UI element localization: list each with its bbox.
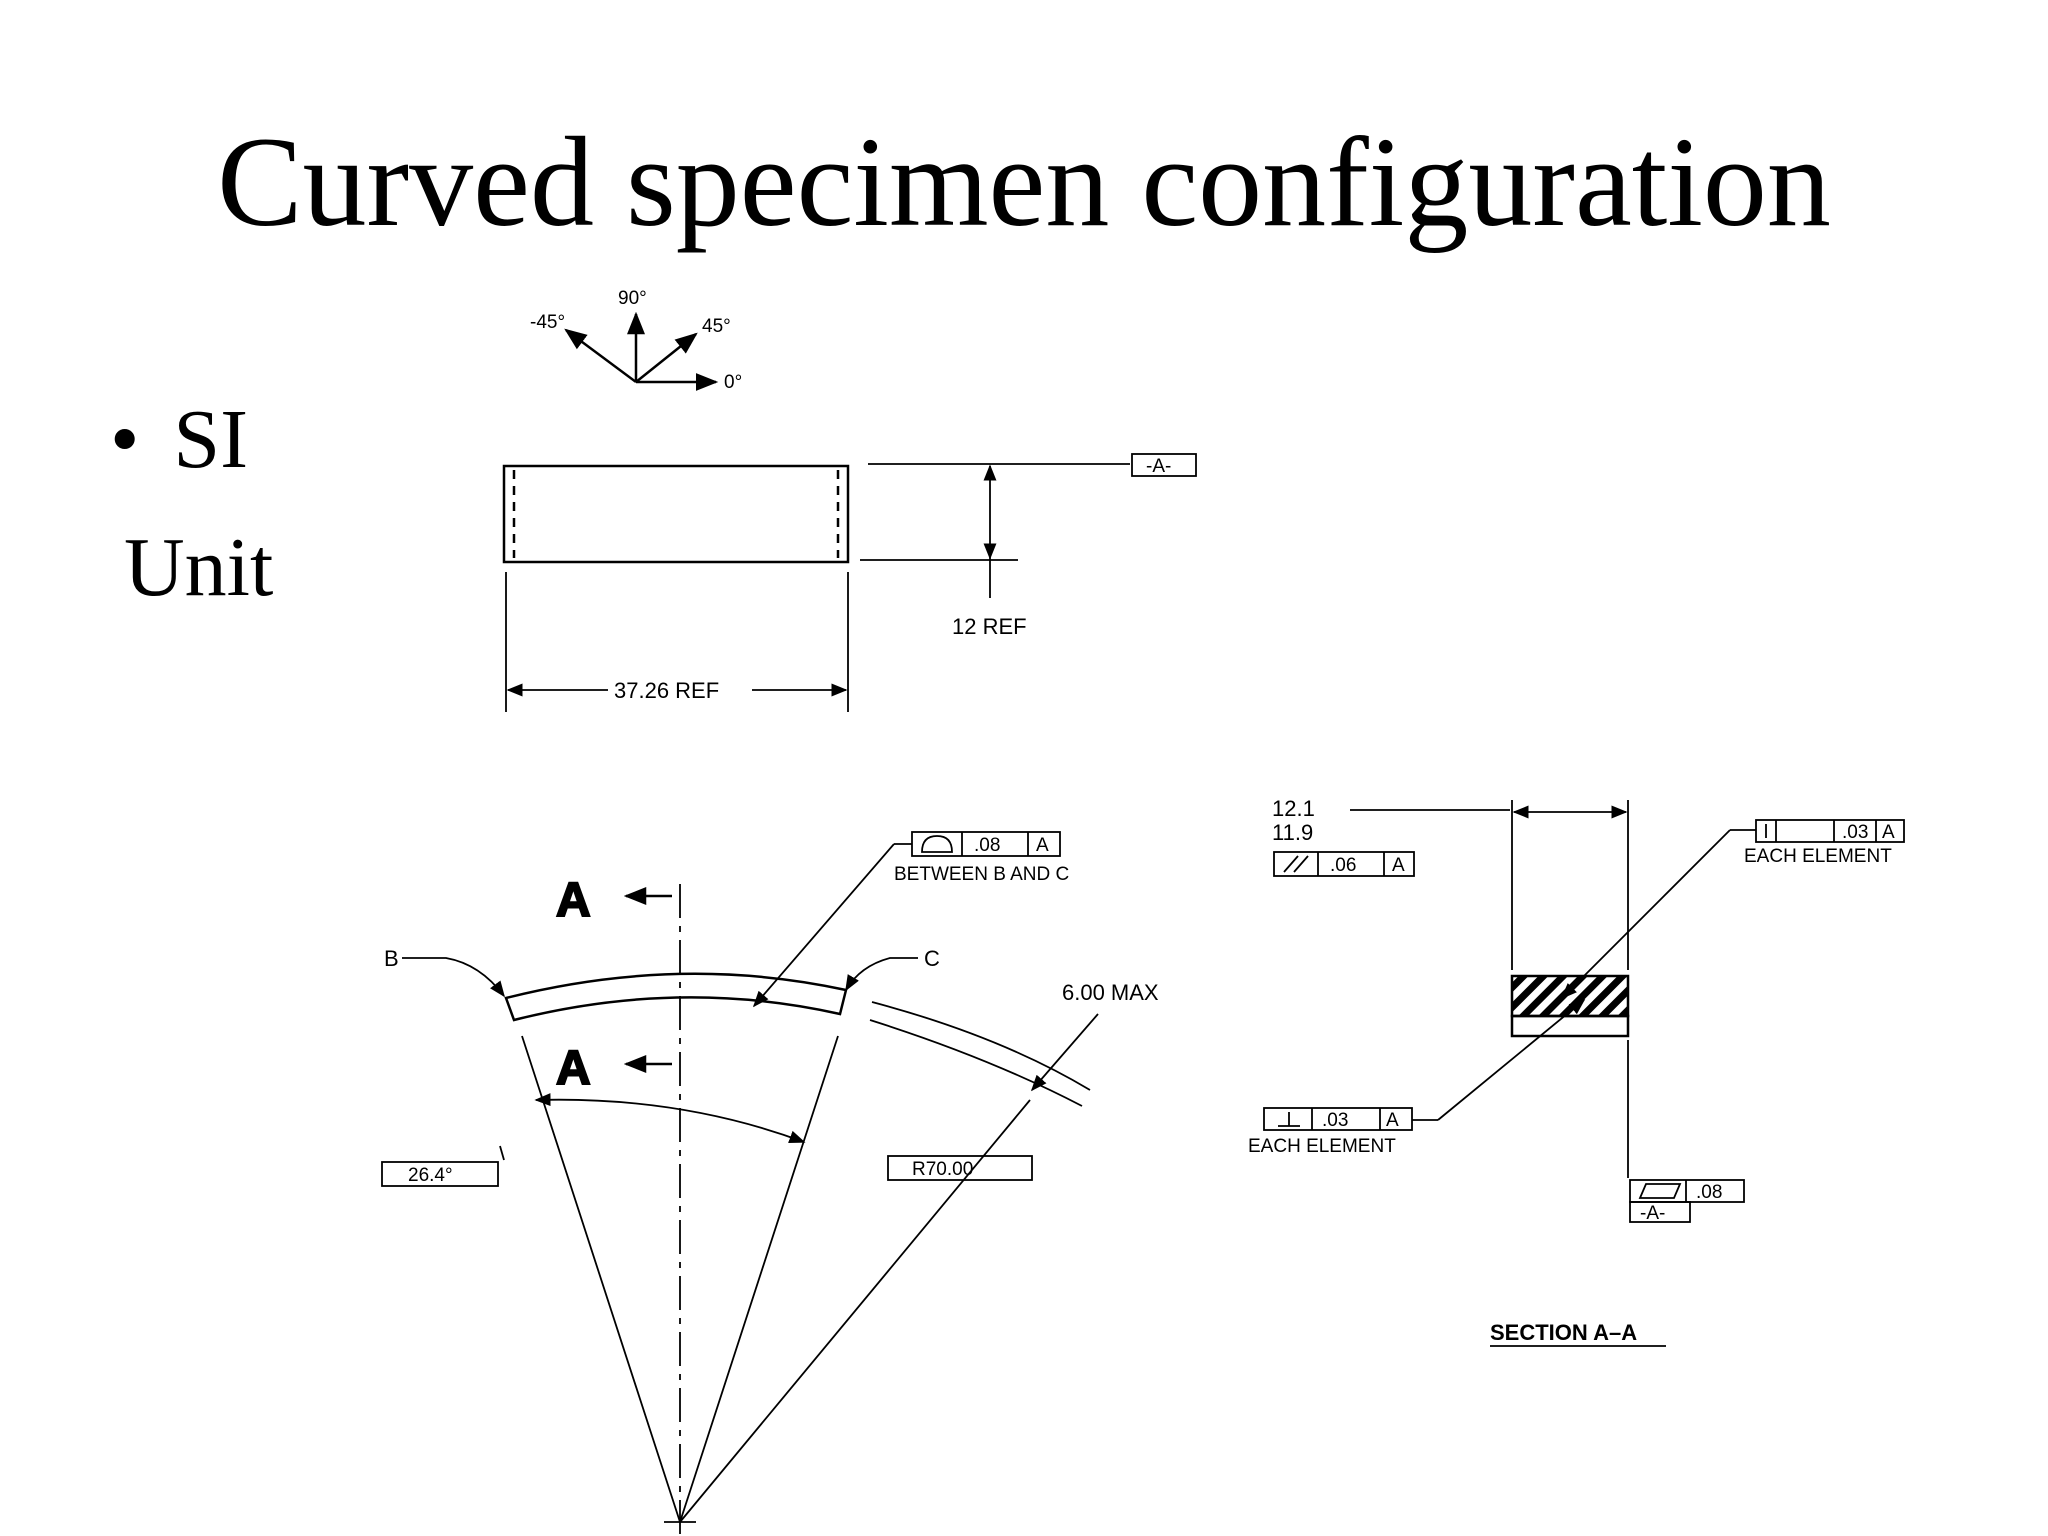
perp-top-datum: A (1882, 822, 1895, 843)
bullet-continuation: Unit (124, 521, 274, 614)
profile-tol-datum: A (1036, 835, 1049, 856)
max-thickness-label: 6.00 MAX (1062, 980, 1159, 1005)
length-dimension-label: 37.26 REF (614, 678, 719, 703)
arrow-45 (635, 332, 698, 383)
radius-line (679, 1099, 1031, 1523)
section-label: SECTION A–A (1490, 1320, 1637, 1345)
angle-leader (499, 1145, 505, 1161)
point-c-leader (845, 957, 918, 992)
radial-line-left (521, 1035, 681, 1523)
angle-value: 26.4° (408, 1165, 453, 1186)
section-view: 12.1 11.9 .06 A .03 A EACH ELEMENT (1248, 796, 1905, 1347)
flatness-frame: .08 -A- (1629, 1179, 1745, 1224)
profile-leader (752, 843, 895, 1008)
point-b-label: B (384, 946, 399, 971)
angle-dimension-arc (534, 1093, 806, 1144)
perp-left-frame-border (1263, 1107, 1413, 1131)
height-dimension-label: 12 REF (952, 614, 1027, 639)
slide-title: Curved specimen configuration (217, 111, 1831, 253)
parallel-value: .06 (1330, 855, 1356, 876)
label-90: 90° (618, 288, 647, 309)
section-datum-a-box (1629, 1201, 1691, 1223)
arrow-neg45 (564, 328, 637, 384)
datum-a-box (1131, 453, 1197, 477)
thickness-leader (1030, 1013, 1099, 1092)
thickness-lower: 11.9 (1272, 820, 1313, 845)
bullet-dot: • (110, 393, 140, 486)
extended-arc-inner (869, 1019, 1083, 1107)
orientation-key: 90° -45° 45° 0° (530, 288, 742, 393)
section-letter-top: A (556, 874, 591, 927)
specimen-rectangle (502, 464, 850, 564)
angle-box (381, 1161, 499, 1187)
perp-left-leader (1437, 998, 1586, 1121)
bullet-text: SI (173, 393, 249, 486)
section-letter-bottom: A (556, 1042, 591, 1095)
profile-of-surface-icon (921, 835, 953, 853)
perp-top-leader (1560, 829, 1731, 1000)
parallel-datum: A (1392, 855, 1405, 876)
profile-tol-value: .08 (974, 835, 1000, 856)
section-datum-a: -A- (1640, 1203, 1665, 1224)
flatness-value: .08 (1696, 1182, 1722, 1203)
parallelism-icon-stroke-2 (1293, 855, 1309, 873)
point-b-leader (402, 957, 505, 998)
parallelism-frame: .06 A (1273, 851, 1415, 877)
point-c-label: C (924, 946, 940, 971)
top-view: 12 REF -A- 37.26 REF (502, 453, 1197, 712)
flatness-icon (1638, 1183, 1682, 1199)
label-45: 45° (702, 316, 731, 337)
radial-line-right (679, 1035, 839, 1523)
section-lower (1510, 1014, 1630, 1038)
each-element-top: EACH ELEMENT (1744, 846, 1892, 867)
perp-top-frame-border (1755, 819, 1905, 843)
perp-top-value: .03 (1842, 822, 1868, 843)
profile-tolerance-frame: .08 A (911, 831, 1061, 857)
perpendicularity-frame-left: .03 A (1263, 1107, 1413, 1131)
thickness-upper: 12.1 (1272, 796, 1315, 821)
radius-value: R70.00 (912, 1159, 973, 1180)
curved-specimen (504, 972, 848, 1022)
perpendicularity-frame-top: .03 A (1755, 819, 1905, 843)
parallelism-frame-border (1273, 851, 1415, 877)
front-view: 6.00 MAX B C A A .08 A BETWEEN B AND C 2… (381, 831, 1159, 1536)
extended-arc-outer (871, 1001, 1091, 1091)
datum-a-label: -A- (1146, 456, 1171, 477)
parallelism-icon-stroke-1 (1283, 855, 1299, 873)
bullet-item: •SI (110, 398, 248, 482)
perp-left-datum: A (1386, 1110, 1399, 1131)
each-element-left: EACH ELEMENT (1248, 1136, 1396, 1157)
label-0: 0° (724, 372, 742, 393)
radius-box (887, 1155, 1033, 1181)
section-hatch-upper (1510, 974, 1630, 1018)
label-neg45: -45° (530, 312, 565, 333)
perp-left-value: .03 (1322, 1110, 1348, 1131)
profile-note: BETWEEN B AND C (894, 864, 1069, 885)
